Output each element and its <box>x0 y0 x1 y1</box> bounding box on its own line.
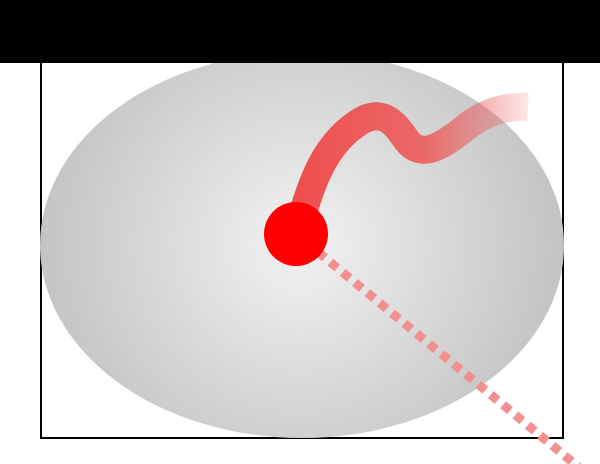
center-marker <box>264 202 328 266</box>
top-bar <box>0 0 600 63</box>
fading-trail-path <box>283 92 529 237</box>
